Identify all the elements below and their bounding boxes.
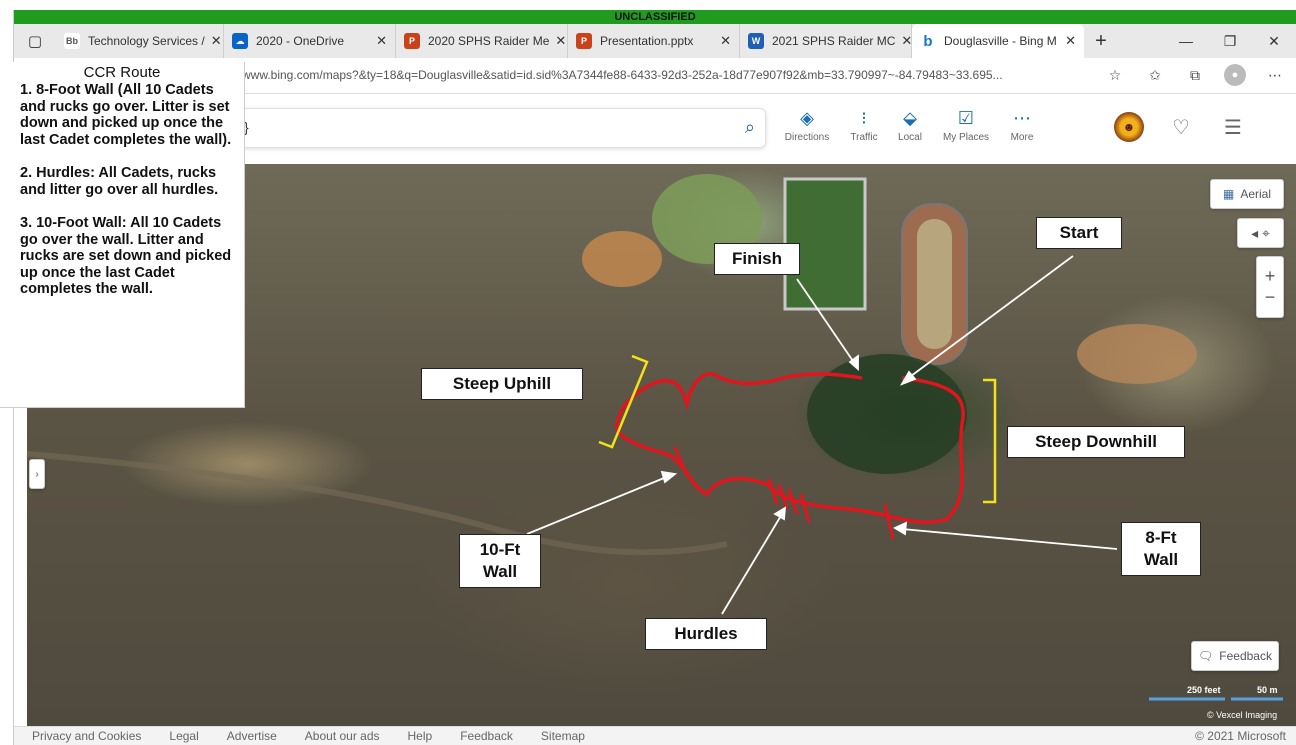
favorites-icon[interactable]: ✩ [1149,66,1161,83]
browser-toolbar: ☆ ✩ ⧉ ● ⋯ [1104,64,1286,86]
traffic-light-icon: ⁝ [861,108,867,128]
copyright: © 2021 Microsoft [1195,729,1286,743]
powerpoint-icon: P [404,33,420,49]
footer-link-privacy[interactable]: Privacy and Cookies [32,729,142,743]
profile-avatar-icon[interactable]: ● [1224,64,1246,86]
favorite-star-icon[interactable]: ☆ [1108,66,1122,83]
locate-icon: ◂ ⌖ [1251,224,1270,241]
tab-raider-powerpoint[interactable]: P 2020 SPHS Raider Me ✕ [396,24,568,58]
route-step-3: 3. 10-Foot Wall: All 10 Cadets go over t… [20,215,232,297]
cloud-icon: ☁ [232,33,248,49]
zoom-out-icon[interactable]: − [1264,287,1276,307]
tab-onedrive[interactable]: ☁ 2020 - OneDrive ✕ [224,24,396,58]
collections-icon[interactable]: ⧉ [1190,66,1200,83]
word-icon: W [748,33,764,49]
steep-uphill-label: Steep Uphill [421,368,583,400]
close-icon[interactable]: ✕ [376,33,387,48]
tab-bing-maps[interactable]: b Douglasville - Bing M ✕ [912,24,1084,58]
scale-meters: 50 m [1257,685,1278,695]
local-pin-icon: ⬙ [903,108,917,128]
close-icon[interactable]: ✕ [210,33,222,48]
hurdles-label: Hurdles [645,618,767,650]
search-query: } [244,119,249,135]
my-places-button[interactable]: ☑My Places [938,108,994,143]
window-controls: — ❐ ✕ [1164,24,1296,58]
eight-ft-wall-label: 8-Ft Wall [1121,522,1201,576]
minimize-icon[interactable]: — [1179,33,1193,49]
feedback-icon: 🗨 [1198,649,1214,663]
close-window-icon[interactable]: ✕ [1268,32,1280,49]
footer-link-advertise[interactable]: Advertise [226,729,277,743]
restore-icon[interactable]: ❐ [1223,32,1237,49]
zoom-controls: + − [1256,256,1284,318]
panel-title: CCR Route [83,64,161,81]
map-search-box[interactable]: } ⌕ [14,108,766,148]
more-button[interactable]: ⋯More [994,108,1050,143]
traffic-button[interactable]: ⁝Traffic [836,108,892,143]
classification-banner: UNCLASSIFIED [14,10,1296,24]
steep-downhill-label: Steep Downhill [1007,426,1185,458]
close-icon[interactable]: ✕ [555,33,567,48]
bing-icon: b [920,33,936,50]
footer-link-sitemap[interactable]: Sitemap [540,729,585,743]
chevron-right-icon: › [35,468,39,480]
directions-icon: ◈ [800,108,814,128]
map-thumbnail-icon: ▦ [1222,187,1235,201]
footer-link-feedback[interactable]: Feedback [460,729,513,743]
tab-raider-word[interactable]: W 2021 SPHS Raider MC ✕ [740,24,912,58]
powerpoint-icon: P [576,33,592,49]
footer-link-help[interactable]: Help [407,729,433,743]
tab-presentation[interactable]: P Presentation.pptx ✕ [568,24,740,58]
url-field[interactable]: www.bing.com/maps?&ty=18&q=Douglasville&… [242,68,1003,82]
local-button[interactable]: ⬙Local [882,108,938,143]
aerial-view-button[interactable]: ▦Aerial [1210,179,1284,209]
search-icon[interactable]: ⌕ [744,117,755,137]
locate-me-button[interactable]: ◂ ⌖ [1237,218,1284,248]
finish-label: Finish [714,243,800,275]
ccr-route-panel: CCR Route 1. 8-Foot Wall (All 10 Cadets … [0,62,245,408]
hamburger-menu-icon[interactable]: ☰ [1224,116,1242,139]
imagery-credit: © Vexcel Imaging [1207,710,1278,720]
new-tab-icon[interactable]: + [1095,29,1107,52]
rewards-trophy-icon[interactable]: ♡ [1172,116,1190,139]
more-dots-icon: ⋯ [1013,108,1031,128]
start-label: Start [1036,217,1122,249]
feedback-button[interactable]: 🗨Feedback [1191,641,1279,671]
close-icon[interactable]: ✕ [1065,33,1076,48]
footer-link-about-ads[interactable]: About our ads [304,729,380,743]
route-step-1: 1. 8-Foot Wall (All 10 Cadets and rucks … [20,82,232,148]
tab-technology-services[interactable]: Bb Technology Services / ✕ [56,24,224,58]
close-icon[interactable]: ✕ [720,33,731,48]
tab-bar: ▢ Bb Technology Services / ✕ ☁ 2020 - On… [14,24,1296,58]
rewards-badge-icon[interactable]: ☻ [1114,112,1144,142]
close-icon[interactable]: ✕ [901,33,913,48]
blackboard-icon: Bb [64,33,80,49]
route-step-2: 2. Hurdles: All Cadets, rucks and litter… [20,165,219,198]
tab-actions-icon[interactable]: ▢ [27,33,43,50]
ten-ft-wall-label: 10-Ft Wall [459,534,541,588]
bing-account-area: ☻ ♡ ☰ [1114,112,1248,142]
zoom-in-icon[interactable]: + [1264,266,1276,286]
scale-feet: 250 feet [1187,685,1221,695]
expand-panel-button[interactable]: › [29,459,45,489]
more-menu-icon[interactable]: ⋯ [1268,66,1282,83]
page-footer: Privacy and Cookies Legal Advertise Abou… [14,726,1296,745]
my-places-icon: ☑ [957,108,975,128]
footer-link-legal[interactable]: Legal [169,729,199,743]
directions-button[interactable]: ◈Directions [779,108,835,143]
